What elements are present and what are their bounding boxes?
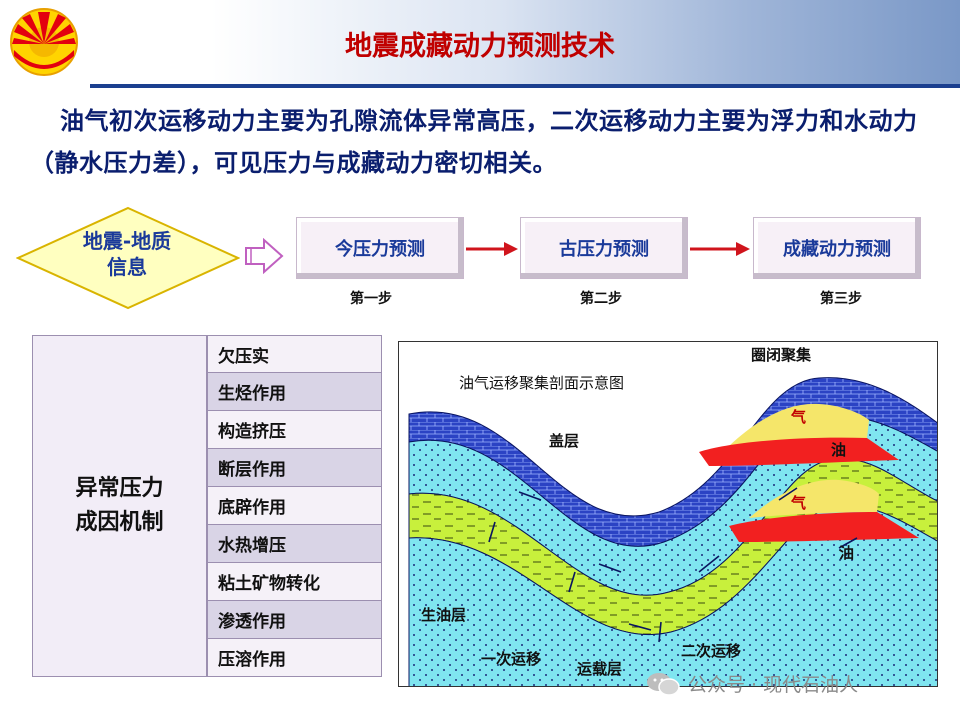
step-box-accumulation-dynamics: 成藏动力预测: [753, 217, 921, 279]
table-row: 生烃作用: [207, 373, 382, 411]
page-title: 地震成藏动力预测技术: [345, 31, 615, 62]
input-line-2: 信息: [107, 255, 147, 279]
cross-section-diagram: 油气运移聚集剖面示意图 圈闭聚集 盖层 气 油 气 油 生油层 一次运移 运载层…: [398, 341, 938, 687]
mechanism-table: 异常压力 成因机制 欠压实 生烃作用 构造挤压 断层作用 底辟作用 水热增压 粘…: [32, 335, 382, 677]
watermark-text: 公众号 · 现代石油人: [688, 674, 859, 696]
diagram-title: 油气运移聚集剖面示意图: [459, 374, 625, 392]
input-diamond-label: 地震-地质 信息: [62, 228, 192, 280]
label-secondary-migration: 二次运移: [681, 642, 742, 660]
header-bar: 地震成藏动力预测技术: [0, 0, 960, 88]
mechanism-title-line-1: 异常压力: [75, 476, 164, 501]
input-line-1: 地震-地质: [82, 229, 172, 253]
step-caption-2: 第二步: [580, 291, 622, 307]
step-box-paleo-pressure: 古压力预测: [520, 217, 688, 279]
table-row: 粘土矿物转化: [207, 563, 382, 601]
label-cap: 盖层: [549, 432, 580, 450]
table-row: 压溶作用: [207, 639, 382, 677]
intro-paragraph: 油气初次运移动力主要为孔隙流体异常高压，二次运移动力主要为浮力和水动力（静水压力…: [30, 107, 918, 177]
table-row: 欠压实: [207, 335, 382, 373]
watermark: 公众号 · 现代石油人: [646, 670, 858, 697]
label-carrier-layer: 运载层: [577, 660, 623, 678]
label-oil-upper: 油: [831, 441, 847, 459]
label-primary-migration: 一次运移: [481, 650, 542, 668]
red-arrow-icon: [690, 242, 750, 256]
mechanism-title-line-2: 成因机制: [75, 510, 164, 535]
step-caption-1: 第一步: [350, 291, 392, 307]
label-oil-lower: 油: [839, 544, 855, 562]
table-row: 渗透作用: [207, 601, 382, 639]
label-source-layer: 生油层: [421, 606, 467, 624]
step-caption-3: 第三步: [820, 291, 862, 307]
header-divider: [90, 84, 960, 88]
label-gas-upper: 气: [791, 408, 807, 426]
strata-illustration: [408, 377, 937, 686]
table-row: 水热增压: [207, 525, 382, 563]
table-row: 构造挤压: [207, 411, 382, 449]
label-trap: 圈闭聚集: [751, 346, 812, 364]
mechanism-title-cell: 异常压力 成因机制: [32, 335, 207, 677]
red-arrow-icon: [466, 242, 518, 256]
table-row: 断层作用: [207, 449, 382, 487]
hollow-arrow-icon: [245, 238, 284, 274]
mechanism-list: 欠压实 生烃作用 构造挤压 断层作用 底辟作用 水热增压 粘土矿物转化 渗透作用…: [207, 335, 382, 677]
input-diamond: [16, 206, 240, 310]
label-gas-lower: 气: [791, 494, 807, 512]
step-box-current-pressure: 今压力预测: [296, 217, 464, 279]
table-row: 底辟作用: [207, 487, 382, 525]
company-logo: [10, 8, 78, 76]
wechat-icon: [647, 672, 680, 696]
